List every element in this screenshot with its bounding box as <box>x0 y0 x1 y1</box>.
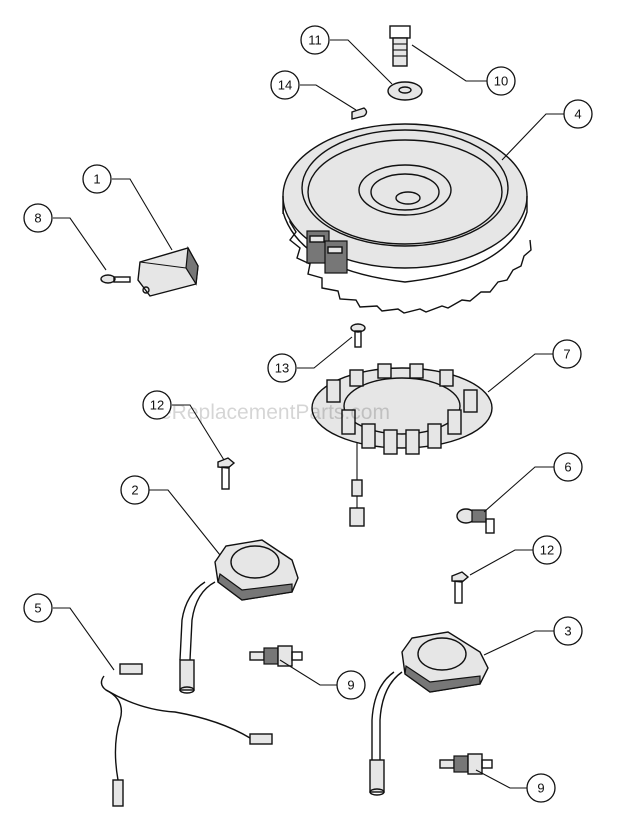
bolt-part <box>389 25 411 67</box>
svg-text:12: 12 <box>540 543 554 558</box>
callout-7: 7 <box>552 339 582 369</box>
callout-3: 3 <box>553 616 583 646</box>
svg-text:12: 12 <box>150 398 164 413</box>
screw-part-12-left <box>217 457 236 490</box>
callout-13: 13 <box>267 353 297 383</box>
svg-text:3: 3 <box>564 624 571 639</box>
spark-plug-part-lower <box>439 753 493 775</box>
ignition-coil-part-lower <box>369 631 489 796</box>
svg-text:5: 5 <box>34 601 41 616</box>
svg-text:9: 9 <box>347 678 354 693</box>
callout-10: 10 <box>486 66 516 96</box>
callout-4: 4 <box>563 99 593 129</box>
callout-2: 2 <box>120 475 150 505</box>
svg-text:8: 8 <box>34 211 41 226</box>
svg-text:10: 10 <box>494 74 508 89</box>
washer-part <box>387 81 423 101</box>
flywheel-key-part <box>351 107 368 120</box>
svg-text:7: 7 <box>563 347 570 362</box>
svg-text:2: 2 <box>131 483 138 498</box>
ignition-coil-part-upper <box>179 539 299 694</box>
callout-14: 14 <box>270 70 300 100</box>
callout-12-lower: 12 <box>532 535 562 565</box>
callout-6: 6 <box>553 452 583 482</box>
callout-5: 5 <box>23 593 53 623</box>
wire-harness-part <box>100 663 273 807</box>
callout-12-upper: 12 <box>142 390 172 420</box>
stator-part <box>311 363 493 527</box>
callout-8: 8 <box>23 203 53 233</box>
svg-text:14: 14 <box>278 78 292 93</box>
svg-text:11: 11 <box>308 33 322 48</box>
regulator-part <box>137 246 199 297</box>
callout-11: 11 <box>300 25 330 55</box>
leader-lines <box>53 39 564 789</box>
svg-text:13: 13 <box>275 361 289 376</box>
callout-9-lower: 9 <box>526 773 556 803</box>
spark-plug-part-upper <box>249 645 303 667</box>
sensor-part <box>456 508 495 534</box>
svg-text:1: 1 <box>93 172 100 187</box>
callout-9-upper: 9 <box>336 670 366 700</box>
screw-part-8 <box>100 274 131 284</box>
svg-text:9: 9 <box>537 781 544 796</box>
screw-part-12-right <box>451 571 470 604</box>
svg-text:6: 6 <box>564 460 571 475</box>
callout-1: 1 <box>82 164 112 194</box>
screw-part-13 <box>350 323 366 348</box>
svg-text:4: 4 <box>574 107 581 122</box>
watermark-text: eReplacementParts.com <box>160 401 390 424</box>
flywheel-part <box>282 123 532 314</box>
